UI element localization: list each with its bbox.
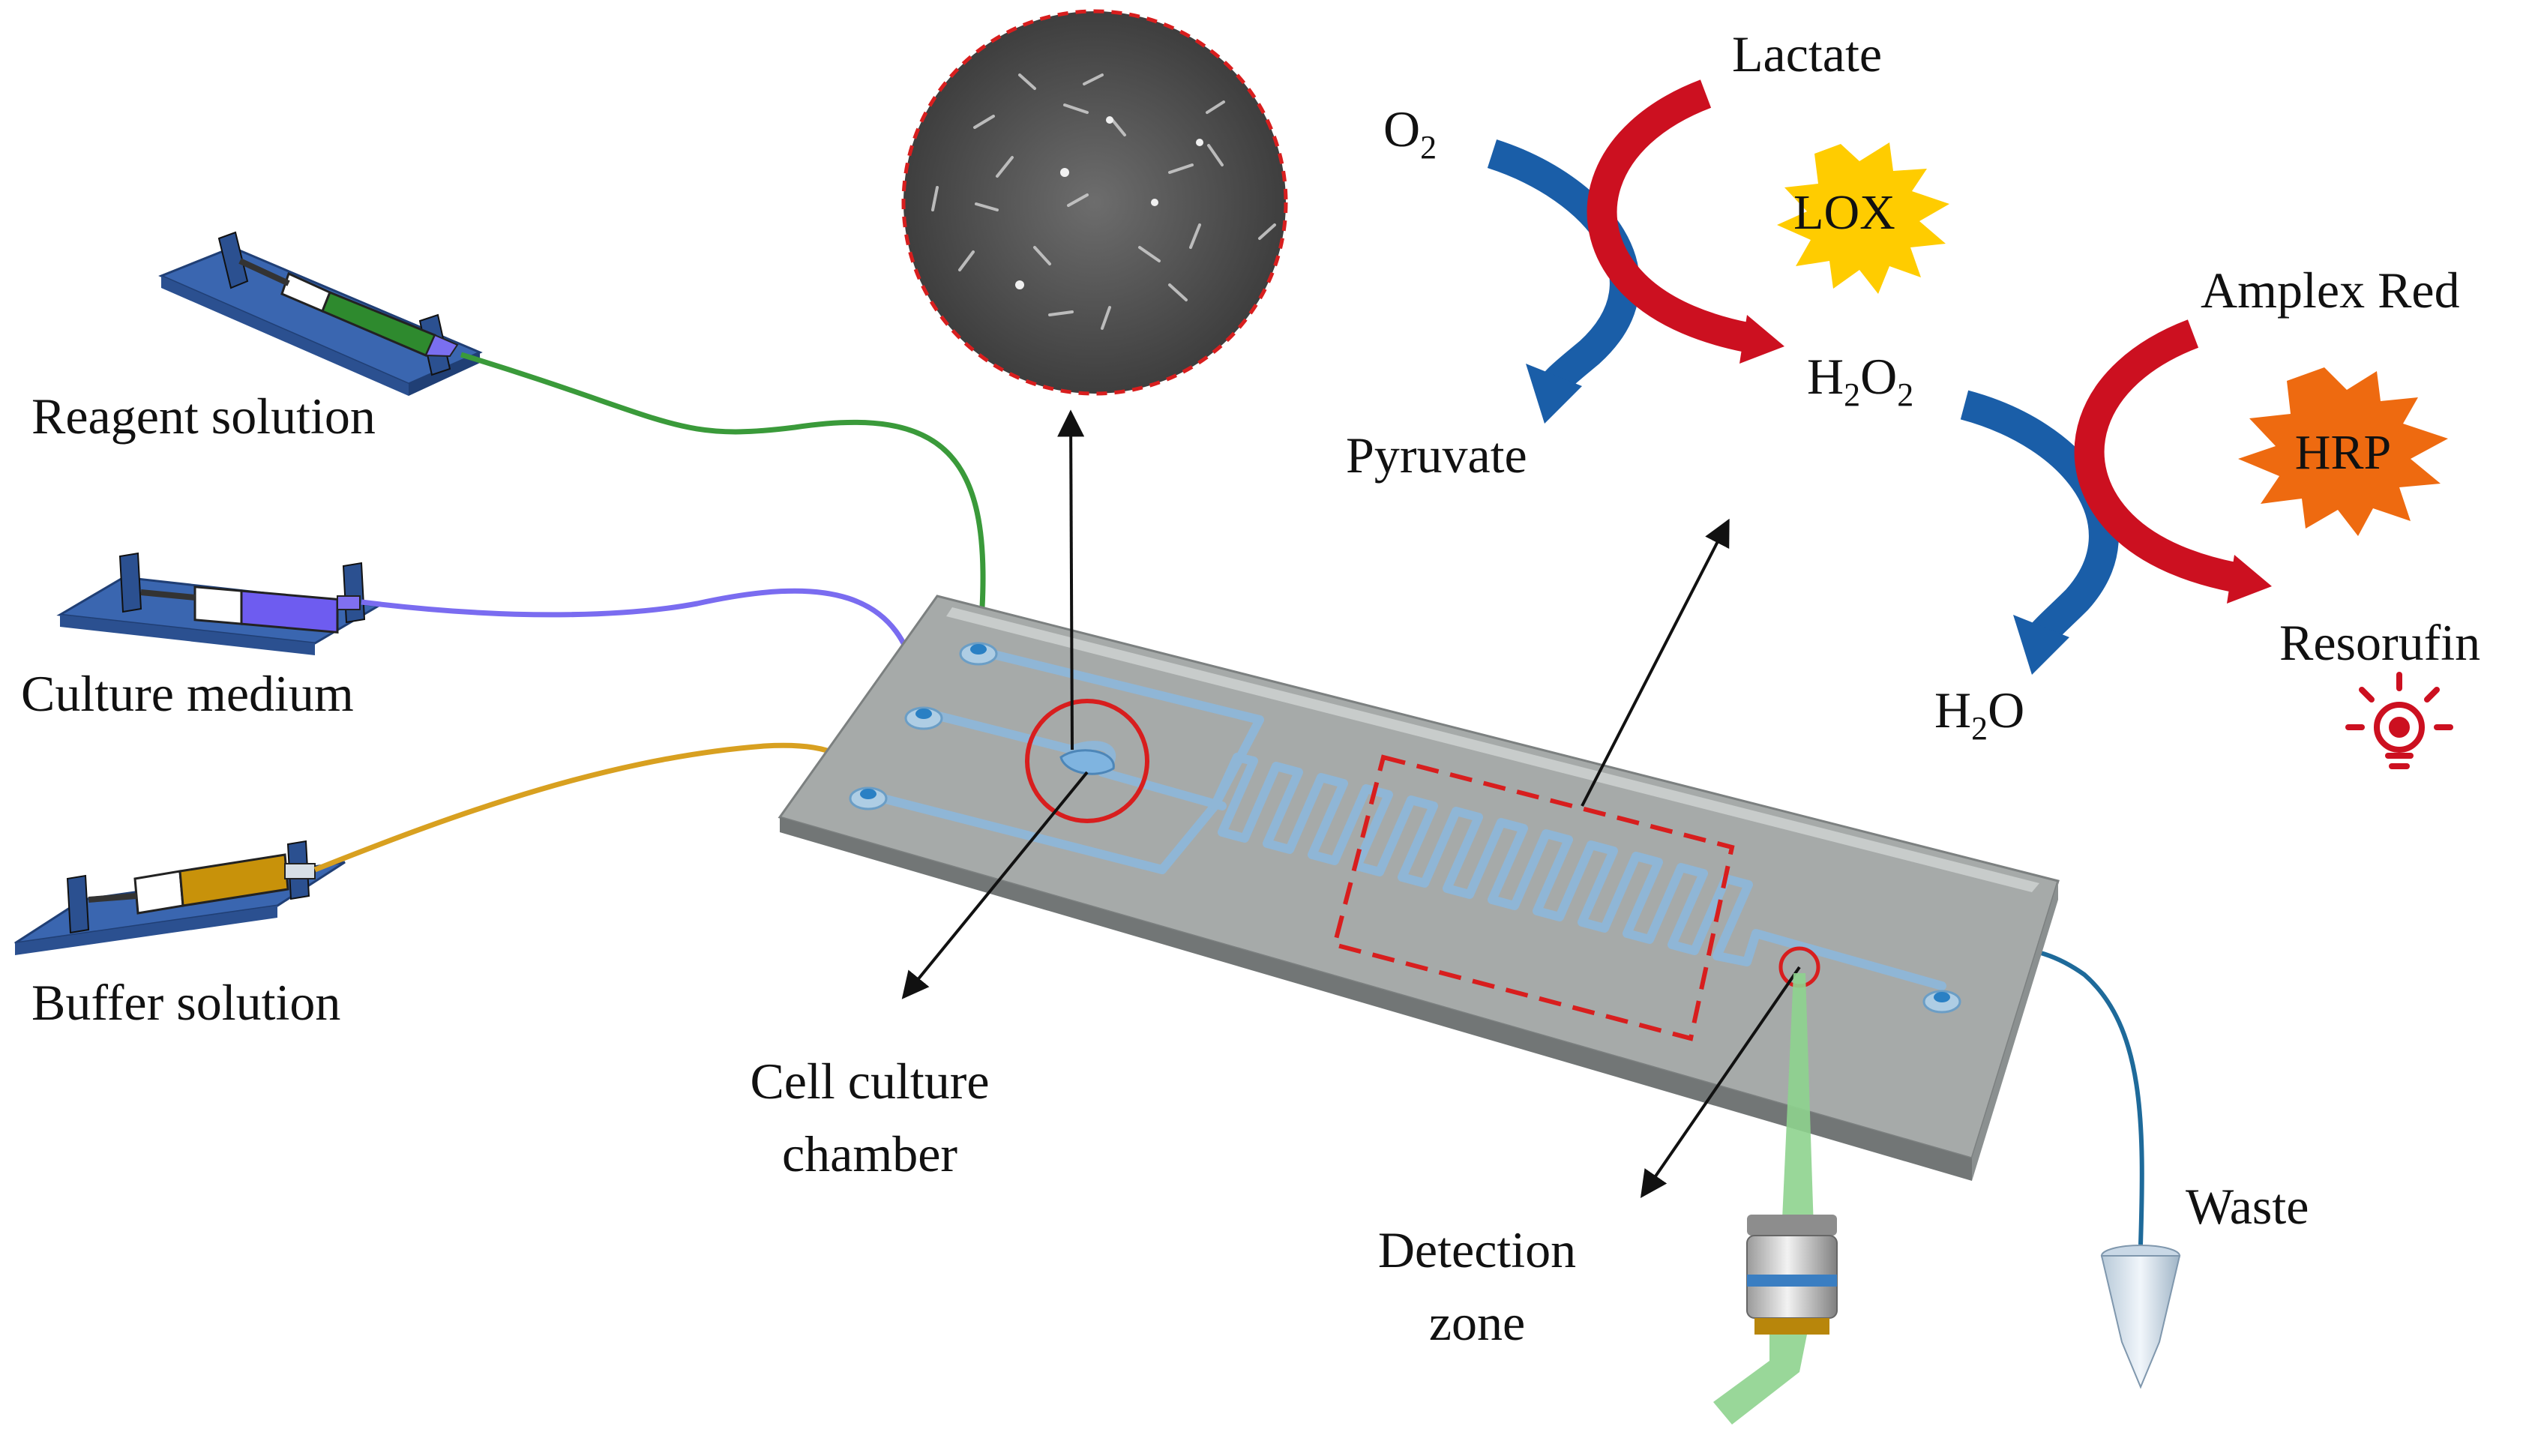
buffer-syringe-pump	[14, 840, 346, 955]
lactate-red-arrow	[1587, 79, 1750, 352]
waste-label: Waste	[2186, 1178, 2309, 1235]
detection-label-line2: zone	[1429, 1294, 1525, 1351]
waste-tube-icon	[2100, 1245, 2181, 1389]
laser-path	[1713, 1335, 1807, 1425]
hrp-star	[2238, 367, 2448, 536]
o2-label: O2	[1383, 100, 1437, 166]
lactate-label: Lactate	[1732, 25, 1882, 82]
lox-star	[1777, 142, 1949, 294]
pyruvate-label: Pyruvate	[1346, 427, 1527, 484]
detection-label-arrow	[1640, 966, 1801, 1198]
culture-syringe-pump	[56, 552, 382, 655]
cell-micrograph	[901, 9, 1288, 396]
chamber-to-image-arrow	[1057, 409, 1085, 750]
h2o2-blue-arrow	[1960, 390, 2119, 651]
reagent-label: Reagent solution	[31, 388, 376, 445]
chamber-label-line1: Cell culture	[750, 1053, 989, 1110]
reaction-hrp: HRP Amplex Red H2O Resorufin	[1934, 262, 2480, 769]
chamber-highlight-circle	[1025, 699, 1149, 823]
reaction-zone-highlight	[1332, 754, 1735, 1041]
chamber-label-line2: chamber	[782, 1125, 957, 1182]
h2o2-label: H2O2	[1807, 348, 1913, 413]
buffer-label: Buffer solution	[31, 974, 340, 1031]
detection-label-line1: Detection	[1378, 1221, 1576, 1278]
reaction-zone-arrow	[1581, 518, 1730, 807]
light-bulb-icon	[2345, 672, 2453, 769]
buffer-tubing	[313, 742, 865, 873]
hrp-label: HRP	[2295, 425, 2391, 480]
amplex-red-label: Amplex Red	[2201, 262, 2460, 319]
reagent-tubing	[460, 352, 986, 608]
reagent-syringe-pump	[158, 231, 483, 396]
laser-beam	[1781, 973, 1814, 1252]
microscope-objective-icon	[1746, 1215, 1838, 1335]
lox-label: LOX	[1793, 185, 1895, 240]
culture-chamber-channel	[1059, 749, 1115, 775]
resorufin-label: Resorufin	[2279, 614, 2480, 671]
culture-label: Culture medium	[21, 665, 354, 722]
amplex-red-arrow	[2074, 319, 2237, 592]
chamber-label-arrow	[901, 771, 1089, 999]
h2o-label: H2O	[1934, 682, 2024, 747]
reaction-lox: LOX O2 Lactate Pyruvate H2O2	[1346, 25, 1949, 484]
chip-ports	[849, 642, 1961, 1014]
culture-tubing	[361, 588, 921, 698]
